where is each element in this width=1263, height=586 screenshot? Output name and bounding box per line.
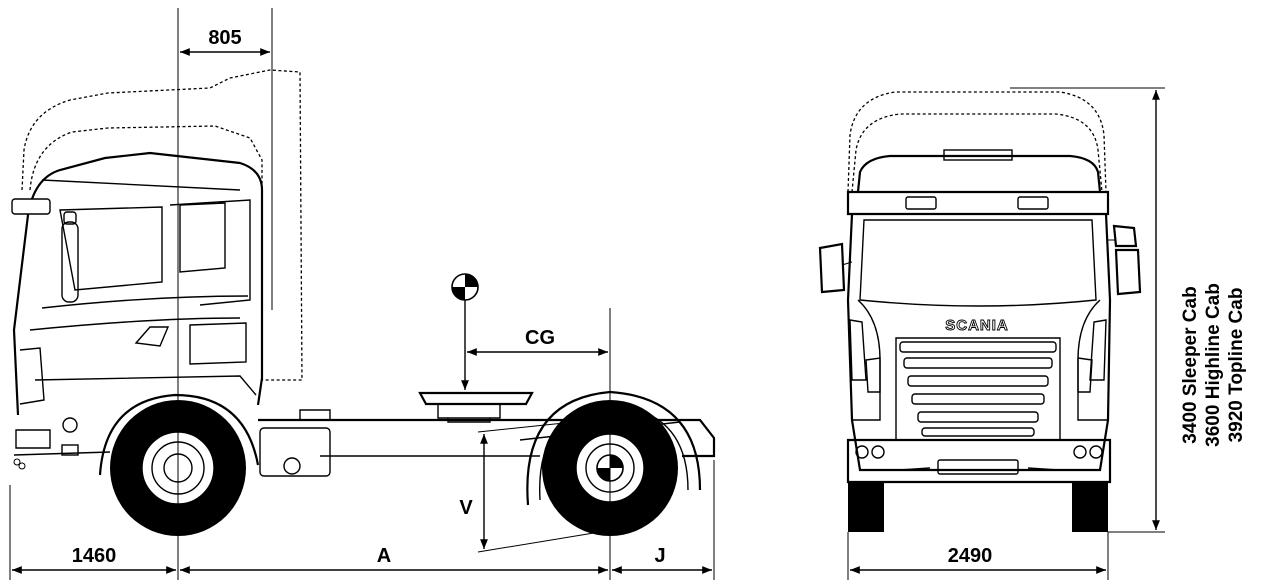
front-cab-roof-outlines (847, 91, 1107, 193)
front-cab: SCANIA (818, 213, 1142, 472)
front-bumper (846, 438, 1112, 484)
front-roof (846, 149, 1110, 216)
front-reference-lines (847, 87, 1165, 580)
dim-label-a: A (377, 545, 391, 567)
side-cab (11, 151, 264, 470)
dim-label-805: 805 (208, 27, 241, 49)
front-left-tire (848, 482, 884, 532)
side-dimension-arrows (11, 48, 712, 574)
cab-height-highline: 3600 Highline Cab (1203, 283, 1224, 447)
cg-symbol (451, 273, 479, 390)
front-right-tire (1072, 482, 1108, 532)
brand-logo-text: SCANIA (945, 317, 1009, 334)
dim-label-j: J (654, 545, 665, 567)
cab-height-labels: 3400 Sleeper Cab 3600 Highline Cab 3920 … (1180, 283, 1247, 447)
dim-label-2490: 2490 (948, 545, 993, 567)
cab-height-sleeper: 3400 Sleeper Cab (1180, 286, 1201, 443)
dim-label-1460: 1460 (72, 545, 117, 567)
front-view: SCANIA (818, 87, 1247, 580)
side-mirror-shape (11, 198, 51, 215)
fifth-wheel (418, 391, 534, 423)
side-reference-lines (9, 8, 715, 580)
side-cab-roof-outlines (21, 69, 303, 381)
side-view: 805 CG V 1460 A J (9, 8, 716, 580)
cab-height-topline: 3920 Topline Cab (1226, 288, 1247, 443)
front-grille (895, 337, 1061, 441)
dim-label-cg: CG (525, 327, 555, 349)
side-chassis (258, 409, 716, 477)
front-wheel (98, 393, 260, 536)
dim-label-v: V (459, 497, 473, 519)
